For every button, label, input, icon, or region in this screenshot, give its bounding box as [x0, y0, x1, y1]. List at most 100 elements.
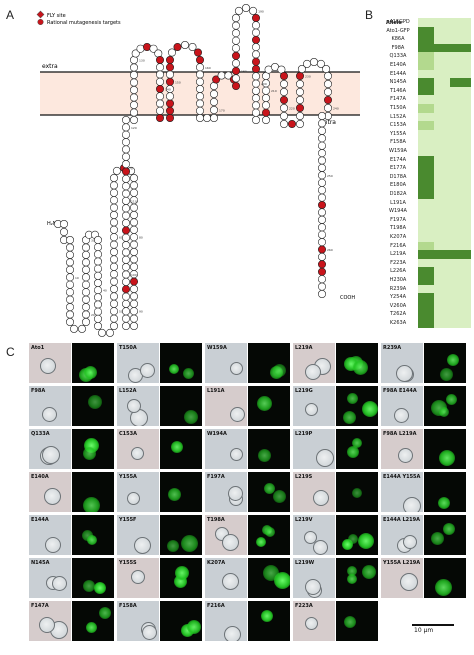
n-terminus-label: H₂N [47, 221, 57, 227]
growth-cell-la [434, 293, 450, 302]
growth-cell-la [434, 267, 450, 276]
fluorescence-image [424, 429, 466, 469]
residue [66, 310, 75, 319]
residue [130, 71, 139, 80]
residue [122, 226, 131, 235]
residue [82, 288, 91, 297]
residue [156, 70, 165, 79]
gfp-signal [187, 620, 201, 634]
header-allele: Allele [386, 20, 402, 26]
growth-cell-aa [418, 215, 434, 225]
residue [110, 307, 119, 316]
mutant-label: K207A [207, 560, 226, 566]
residue-number: 260 [327, 248, 333, 252]
residue [295, 104, 304, 113]
residue [166, 55, 175, 64]
residue [122, 189, 131, 198]
residue [110, 299, 119, 308]
growth-cell-sa [450, 276, 471, 285]
residue-number: 90 [139, 310, 143, 314]
residue [130, 63, 139, 72]
residue [130, 101, 139, 110]
brightfield-image: Y155A L219A [381, 558, 423, 598]
growth-cell-la [434, 258, 450, 268]
residue [122, 299, 131, 308]
growth-cell-sa [450, 129, 471, 139]
residue [261, 108, 270, 117]
residue [110, 292, 119, 301]
panel-label-b: B [365, 8, 374, 22]
growth-cell-la [434, 198, 450, 208]
residue [317, 156, 326, 165]
fluorescence-image [336, 558, 378, 598]
residue [261, 101, 270, 110]
mutant-label: W194A [207, 431, 227, 437]
residue [317, 252, 326, 261]
yeast-cell [230, 362, 243, 375]
residue [130, 93, 139, 102]
residue [130, 174, 139, 183]
residue [94, 271, 103, 280]
gfp-signal [169, 364, 179, 374]
allele-name: F197A [390, 216, 406, 223]
growth-cell-la [434, 43, 450, 53]
fluorescence-image [72, 343, 114, 383]
gfp-signal [86, 622, 97, 633]
fluorescence-image [160, 386, 202, 426]
residue [66, 273, 75, 282]
growth-cell-la [434, 26, 450, 36]
table-row: T262A [378, 310, 471, 319]
fluorescence-image [336, 515, 378, 555]
residue [110, 211, 119, 220]
residue [110, 233, 119, 242]
yeast-cell [40, 358, 56, 374]
brightfield-image: E140A [29, 472, 71, 512]
residue [317, 230, 326, 239]
gfp-signal [348, 534, 358, 544]
residue [317, 289, 326, 298]
residue [130, 233, 139, 242]
growth-cell-la [434, 86, 450, 96]
residue-number: 190 [258, 9, 264, 13]
brightfield-image: L219S [293, 472, 335, 512]
yeast-cell [396, 365, 413, 382]
residue [136, 44, 145, 53]
growth-cell-la [434, 147, 450, 156]
residue [242, 4, 251, 13]
gfp-signal [362, 565, 376, 579]
fluorescence-image [248, 429, 290, 469]
fluorescence-image [248, 343, 290, 383]
growth-cell-la [434, 301, 450, 311]
gfp-signal [261, 610, 273, 622]
gfp-signal [167, 540, 179, 552]
gfp-signal [343, 411, 356, 424]
residue [122, 263, 131, 272]
residue [66, 265, 75, 274]
gfp-signal [273, 490, 286, 503]
residue [323, 88, 332, 97]
brightfield-image: Y155A [117, 472, 159, 512]
fluorescence-image [424, 515, 466, 555]
residue [122, 174, 131, 183]
residue-number: 230 [305, 75, 311, 79]
residue [166, 106, 175, 115]
table-row: N145A [378, 78, 471, 87]
mutant-label: L219V [295, 517, 313, 523]
residue [122, 145, 131, 154]
growth-cell-sa [450, 172, 471, 182]
gfp-signal [439, 450, 455, 466]
allele-name: T146A [389, 87, 407, 94]
growth-cell-la [434, 276, 450, 285]
residue [130, 211, 139, 220]
growth-cell-sa [450, 164, 471, 173]
allele-name: F158A [390, 139, 406, 146]
mutant-label: L219A [295, 345, 313, 351]
residue [232, 21, 241, 30]
mutant-label: F223A [295, 603, 313, 609]
residue [130, 255, 139, 264]
legend: FLY site Rational mutagenesis targets [36, 10, 121, 26]
residue [252, 101, 261, 110]
residue [323, 96, 332, 105]
gfp-signal [352, 438, 362, 448]
allele-name: T150A [389, 105, 407, 111]
